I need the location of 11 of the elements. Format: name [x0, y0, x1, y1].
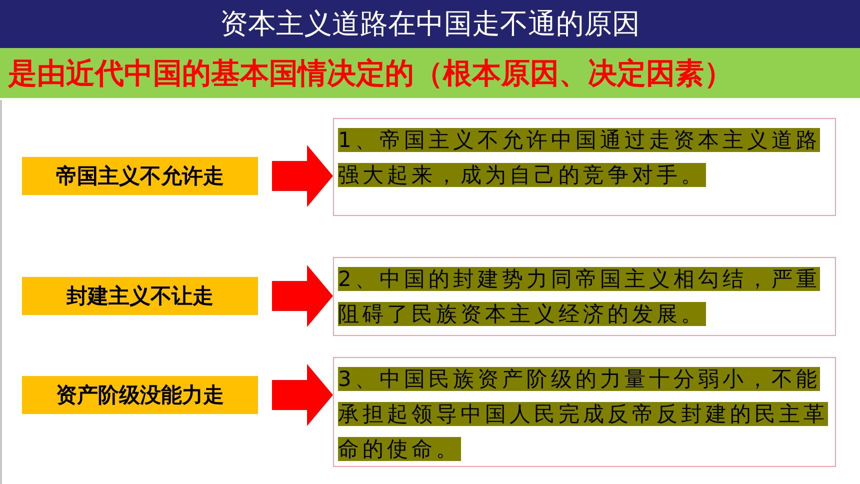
block-arrow — [272, 364, 333, 426]
explanation-box: 3、中国民族资产阶级的力量十分弱小，不能承担起领导中国人民完成反帝反封建的民主革命的使命。 — [333, 357, 836, 467]
explanation-box: 2、中国的封建势力同帝国主义相勾结，严重阻碍了民族资本主义经济的发展。 — [333, 257, 836, 336]
subtitle-band: 是由近代中国的基本国情决定的（根本原因、决定因素） — [0, 48, 860, 98]
reason-box: 封建主义不让走 — [22, 277, 258, 315]
reason-box: 资产阶级没能力走 — [22, 376, 258, 414]
block-arrow — [272, 265, 333, 327]
explanation-box: 1、帝国主义不允许中国通过走资本主义道路强大起来，成为自己的竞争对手。 — [333, 118, 836, 216]
title-bar: 资本主义道路在中国走不通的原因 — [0, 0, 860, 48]
block-arrow — [272, 145, 333, 207]
reason-box: 帝国主义不允许走 — [22, 157, 258, 195]
